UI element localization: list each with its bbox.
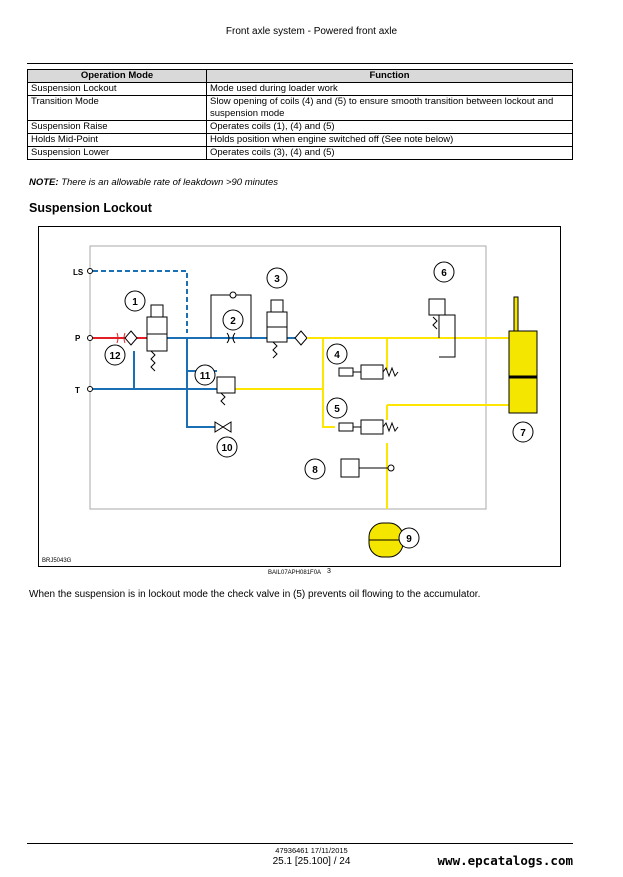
callout-10: 10 xyxy=(216,436,238,458)
svg-text:5: 5 xyxy=(334,404,340,415)
table-header-row: Operation Mode Function xyxy=(27,69,573,83)
table-row: Suspension Raise Operates coils (1), (4)… xyxy=(27,120,573,134)
function-cell: Holds position when engine switched off … xyxy=(206,133,573,147)
tank-branch xyxy=(134,351,167,389)
svg-text:12: 12 xyxy=(109,351,121,362)
mode-cell: Suspension Raise xyxy=(27,120,207,134)
table-row: Suspension Lockout Mode used during load… xyxy=(27,82,573,96)
function-cell: Mode used during loader work xyxy=(206,82,573,96)
footer-page-number: 25.1 [25.100] / 24 xyxy=(272,856,351,867)
port-label-p: P xyxy=(75,334,81,343)
callout-4: 4 xyxy=(326,343,348,365)
column-header-mode: Operation Mode xyxy=(27,69,207,83)
lockout-line xyxy=(322,389,335,428)
valve-5 xyxy=(360,419,384,435)
svg-text:7: 7 xyxy=(520,428,526,439)
valve-10-right xyxy=(222,421,232,433)
callout-8: 8 xyxy=(304,458,326,480)
valve-8-check xyxy=(387,464,395,472)
tank-line xyxy=(186,389,215,428)
spring-1 xyxy=(150,350,156,372)
valve-11 xyxy=(216,376,236,394)
solenoid-4 xyxy=(338,367,354,377)
orifice-2 xyxy=(226,332,236,344)
svg-text:2: 2 xyxy=(230,316,236,327)
footer-document-id: 47936461 17/11/2015 xyxy=(275,846,348,855)
figure-caption-number: 3 xyxy=(327,568,331,575)
callout-9: 9 xyxy=(398,527,420,549)
svg-text:4: 4 xyxy=(334,350,340,361)
mode-cell: Suspension Lower xyxy=(27,146,207,160)
orifice-12 xyxy=(116,332,126,344)
port-p xyxy=(87,335,93,341)
solenoid-5 xyxy=(338,422,354,432)
check-2 xyxy=(229,291,237,299)
note-label: NOTE: xyxy=(29,177,59,188)
spring-3 xyxy=(272,341,278,359)
valve-4 xyxy=(360,364,384,380)
callout-11: 11 xyxy=(194,364,216,386)
lockout-line xyxy=(227,338,324,390)
solenoid-3 xyxy=(270,299,284,313)
callout-1: 1 xyxy=(124,290,146,312)
filter-p xyxy=(124,330,138,346)
svg-text:3: 3 xyxy=(274,274,280,285)
valve-8 xyxy=(340,458,360,478)
column-header-function: Function xyxy=(206,69,573,83)
hydraulic-diagram: LS P T xyxy=(38,226,561,567)
hydraulic-schematic: LS P T xyxy=(42,245,538,564)
callout-2: 2 xyxy=(222,309,244,331)
footer-divider xyxy=(27,843,573,844)
svg-text:8: 8 xyxy=(312,465,318,476)
valve-10 xyxy=(214,421,224,433)
valve-6-body xyxy=(438,314,456,358)
port-ls xyxy=(87,268,93,274)
figure-caption-code: BAIL07APH081F0A xyxy=(268,570,322,576)
header-divider xyxy=(27,63,573,64)
function-cell: Slow opening of coils (4) and (5) to ens… xyxy=(206,95,573,121)
cylinder-rod xyxy=(513,296,519,332)
function-cell: Operates coils (3), (4) and (5) xyxy=(206,146,573,160)
watermark-url[interactable]: www.epcatalogs.com xyxy=(437,853,573,868)
solenoid-1 xyxy=(150,304,164,318)
table-row: Transition Mode Slow opening of coils (4… xyxy=(27,95,573,121)
note: NOTE: There is an allowable rate of leak… xyxy=(29,177,278,188)
spring-4 xyxy=(382,366,399,378)
mode-cell: Holds Mid-Point xyxy=(27,133,207,147)
page-header: Front axle system - Powered front axle xyxy=(225,26,398,37)
table-row: Holds Mid-Point Holds position when engi… xyxy=(27,133,573,147)
callout-12: 12 xyxy=(104,344,126,366)
valve-6 xyxy=(428,298,446,316)
note-text: There is an allowable rate of leakdown >… xyxy=(61,177,278,188)
manifold-block xyxy=(89,245,487,510)
port-label-ls: LS xyxy=(73,268,84,277)
table-row: Suspension Lower Operates coils (3), (4)… xyxy=(27,146,573,160)
mode-cell: Suspension Lockout xyxy=(27,82,207,96)
callout-3: 3 xyxy=(266,267,288,289)
body-paragraph: When the suspension is in lockout mode t… xyxy=(29,589,481,600)
svg-text:9: 9 xyxy=(406,534,412,545)
callout-5: 5 xyxy=(326,397,348,419)
port-t xyxy=(87,386,93,392)
operation-mode-table: Operation Mode Function Suspension Locko… xyxy=(27,69,573,160)
section-title: Suspension Lockout xyxy=(29,201,152,215)
function-cell: Operates coils (1), (4) and (5) xyxy=(206,120,573,134)
spring-5 xyxy=(382,421,399,433)
svg-text:1: 1 xyxy=(132,297,138,308)
callout-6: 6 xyxy=(433,261,455,283)
filter-3 xyxy=(294,330,308,346)
figure-ref-code: BRJ5043G xyxy=(42,558,72,564)
svg-text:11: 11 xyxy=(200,371,211,382)
svg-text:6: 6 xyxy=(441,268,447,279)
callout-7: 7 xyxy=(512,421,534,443)
spring-11 xyxy=(220,392,226,406)
svg-text:10: 10 xyxy=(221,443,233,454)
cylinder-7 xyxy=(508,330,538,414)
mode-cell: Transition Mode xyxy=(27,95,207,121)
port-label-t: T xyxy=(75,386,80,395)
spring-6 xyxy=(432,316,438,330)
